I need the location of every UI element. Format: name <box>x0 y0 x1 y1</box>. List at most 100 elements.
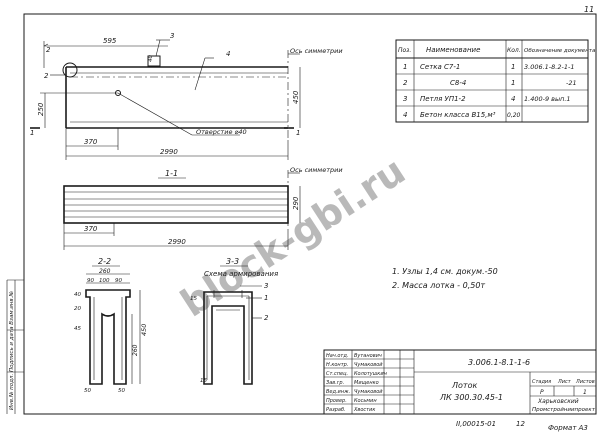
spec-row1-qty: 1 <box>511 63 515 71</box>
sheet-frame <box>23 13 597 415</box>
section-2-2-title: 2-2 <box>98 257 111 266</box>
plan-callout-4: 4 <box>226 50 230 58</box>
spec-header-qty: Кол. <box>507 47 521 54</box>
spec-row2-doc: -21 <box>566 79 577 87</box>
section-2-2-dim-45: 45 <box>74 326 81 332</box>
plan-view: 595 40 3 2 Ось симметрии 2 4 Отверстие ⌀… <box>30 32 343 160</box>
tb-stage-header: Стадия <box>532 379 551 385</box>
section-1-1-dim-370: 370 <box>84 225 98 233</box>
section-3-3-callout-3: 3 <box>264 282 268 290</box>
plan-axis-label: Ось симметрии <box>290 47 343 55</box>
section-2-2-dim-inner: 260 <box>132 344 139 356</box>
section-1-1: 1-1 Ось симметрии 290 370 2990 <box>63 166 343 250</box>
tb-role-4: Зав.гр. <box>326 380 344 386</box>
tb-sheets-header: Листов <box>575 379 595 385</box>
spec-table: Поз. Наименование Кол. Обозначение докум… <box>395 39 596 123</box>
tb-role-3: Ст.спец. <box>326 371 348 377</box>
section-2-2: 2-2 260 90 100 90 40 20 45 450 260 50 50 <box>74 257 148 394</box>
tb-name-7: Хвостик <box>353 407 375 413</box>
section-1-1-dim-290: 290 <box>292 196 300 210</box>
plan-dim-250: 250 <box>37 102 45 116</box>
spec-header-doc: Обозначение документа <box>524 48 596 54</box>
spec-row2-qty: 1 <box>511 79 515 87</box>
plan-callout-2-left: 2 <box>44 72 49 80</box>
tb-item-name-2: ЛК 300.30.45-1 <box>439 393 503 402</box>
section-3-3-callout-2: 2 <box>264 314 269 322</box>
tb-name-2: Чумаковой <box>354 362 383 368</box>
watermark: block-gbi.ru <box>173 148 413 325</box>
tb-name-4: Мищенко <box>354 380 379 386</box>
lifting-loop <box>147 55 161 67</box>
tb-stage: Р <box>540 389 544 396</box>
section-2-2-profile <box>85 289 131 385</box>
plan-dim-40: 40 <box>148 55 154 62</box>
section-1-1-title: 1-1 <box>165 169 178 178</box>
section-1-1-dim-2990: 2990 <box>168 238 186 246</box>
side-stamp-text: Инв.№ подл. Подпись и дата Взам.инв.№ <box>9 291 15 410</box>
tb-sheets: 1 <box>583 389 587 396</box>
section-2-2-dim-50b: 50 <box>118 388 125 394</box>
spec-row2-pos: 2 <box>403 79 408 87</box>
note-2: 2. Масса лотка - 0,50т <box>392 281 485 290</box>
spec-row3-doc: 1.400-9 вып.1 <box>524 95 571 103</box>
plan-callout-3: 3 <box>170 32 174 40</box>
tb-role-1: Нач.отд. <box>326 353 348 359</box>
section-3-3-profile <box>203 291 253 385</box>
tb-role-7: Разраб. <box>326 407 346 413</box>
spec-header-name: Наименование <box>426 46 480 54</box>
tb-sheet-header: Лист <box>557 379 572 385</box>
section-1-1-axis-label: Ось симметрии <box>290 166 343 174</box>
section-2-2-dim-20: 20 <box>74 306 81 312</box>
section-3-3-callout-1: 1 <box>264 294 268 302</box>
tb-item-name-1: Лоток <box>451 381 477 390</box>
section-3-3-title: 3-3 <box>226 257 239 266</box>
plan-dim-2990: 2990 <box>160 148 178 156</box>
spec-row1-pos: 1 <box>403 63 407 71</box>
side-stamp: Инв.№ подл. Подпись и дата Взам.инв.№ <box>6 279 24 414</box>
spec-row1-name: Сетка С7-1 <box>420 63 460 71</box>
note-1: 1. Узлы 1,4 см. докум.-50 <box>392 267 498 276</box>
spec-row3-name: Петля УП1-2 <box>420 95 466 103</box>
spec-row4-qty: 0,20 <box>507 112 521 119</box>
spec-row3-pos: 3 <box>403 95 407 103</box>
section-2-2-dim-90b: 90 <box>115 278 122 284</box>
tb-name-5: Чумаковой <box>354 389 383 395</box>
section-2-2-dim-100: 100 <box>99 278 110 284</box>
plan-dim-595: 595 <box>103 37 117 45</box>
bottom-sheet-number: 12 <box>516 420 525 428</box>
section-3-3-scheme-label: Схема армирования <box>204 270 278 278</box>
section-2-2-dim-40: 40 <box>74 292 81 298</box>
section-2-2-dim-90a: 90 <box>87 278 94 284</box>
plan-callout-1: 1 <box>30 129 34 137</box>
tb-name-6: Косьмин <box>354 398 377 404</box>
spec-row2-name: С8-4 <box>450 79 466 87</box>
tb-name-1: Вутанович <box>354 353 382 359</box>
spec-row1-doc: 3.006.1-8.2-1-1 <box>524 63 574 71</box>
spec-row3-qty: 4 <box>511 95 515 103</box>
section-2-2-dim-50a: 50 <box>84 388 91 394</box>
section-2-2-dim-450: 450 <box>140 324 148 336</box>
spec-row4-name: Бетон класса В15,м³ <box>420 111 496 119</box>
tb-role-5: Вед.инж. <box>326 389 350 395</box>
bottom-inventory: II,00015-01 <box>456 420 496 428</box>
tb-org-1: Харьковский <box>537 398 579 405</box>
tb-role-6: Провер. <box>326 398 347 404</box>
tb-name-3: Колотушкин <box>354 371 388 377</box>
tb-doc-number: 3.006.1-8.1-1-6 <box>468 358 530 367</box>
section-2-2-dim-260: 260 <box>99 268 111 275</box>
section-3-3: 3-3 Схема армирования 3 1 2 15 15 <box>190 257 278 385</box>
plan-callout-2-top: 2 <box>46 46 51 54</box>
plan-dim-450: 450 <box>292 90 300 104</box>
spec-header-pos: Поз. <box>398 47 411 54</box>
section-3-3-dim-15a: 15 <box>190 296 197 302</box>
plan-section-mark: 1 <box>296 129 300 137</box>
title-block: Нач.отд. Н.контр. Ст.спец. Зав.гр. Вед.и… <box>323 349 597 415</box>
tb-org-2: Промстройниипроект <box>532 407 596 413</box>
section-3-3-dim-15b: 15 <box>200 378 207 384</box>
tb-role-2: Н.контр. <box>326 362 348 368</box>
plan-dim-370: 370 <box>84 138 98 146</box>
bottom-format: Формат А3 <box>548 424 588 432</box>
plan-hole-label: Отверстие ⌀40 <box>196 128 247 136</box>
node-1-circle <box>62 62 78 78</box>
